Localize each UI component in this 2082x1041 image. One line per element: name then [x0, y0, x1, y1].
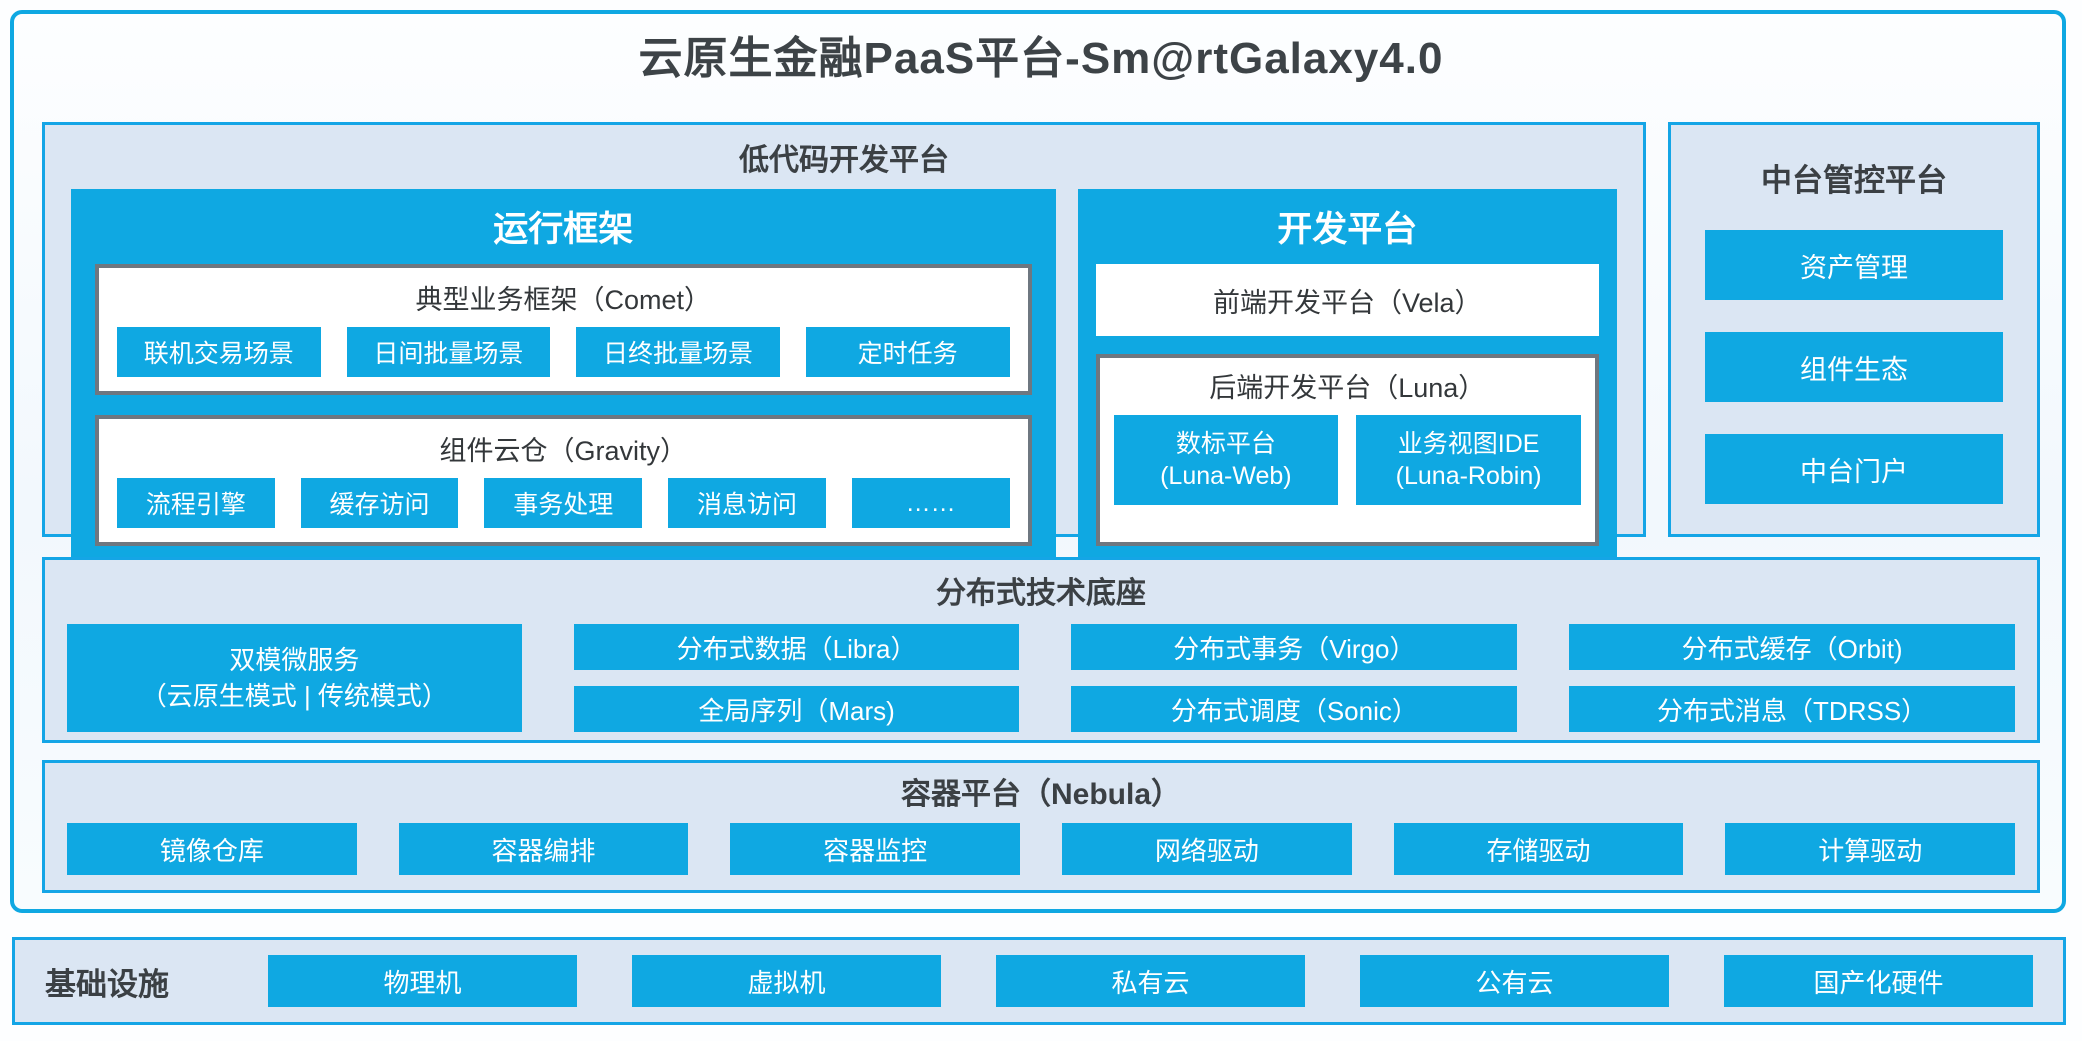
gravity-items-row: 流程引擎 缓存访问 事务处理 消息访问 …… — [117, 478, 1010, 528]
block-container-orchestration: 容器编排 — [398, 823, 689, 875]
block-private-cloud: 私有云 — [996, 955, 1305, 1007]
container-platform-items: 镜像仓库 容器编排 容器监控 网络驱动 存储驱动 计算驱动 — [67, 823, 2016, 875]
block-distributed-data-libra: 分布式数据（Libra） — [573, 624, 1020, 670]
luna-backend-box: 后端开发平台（Luna） 数标平台 (Luna-Web) 业务视图IDE (Lu… — [1095, 354, 1599, 546]
block-public-cloud: 公有云 — [1360, 955, 1669, 1007]
block-asset-management: 资产管理 — [1705, 230, 2003, 300]
block-container-monitoring: 容器监控 — [730, 823, 1021, 875]
luna-web-line2: (Luna-Web) — [1160, 462, 1292, 490]
block-network-driver: 网络驱动 — [1062, 823, 1352, 875]
container-platform-title: 容器平台（Nebula） — [900, 778, 1182, 811]
block-scheduled-task: 定时任务 — [805, 327, 1010, 377]
block-endofday-batch: 日终批量场景 — [576, 327, 780, 377]
luna-web-line1: 数标平台 — [1175, 429, 1276, 458]
dev-platform-box: 开发平台 前端开发平台（Vela） 后端开发平台（Luna） 数标平台 (Lun… — [1077, 189, 1617, 562]
block-transaction-processing: 事务处理 — [484, 478, 643, 528]
block-vela-frontend: 前端开发平台（Vela） — [1095, 264, 1599, 336]
page-title: 云原生金融PaaS平台-Sm@rtGalaxy4.0 — [638, 34, 1444, 83]
block-physical-machine: 物理机 — [268, 955, 577, 1007]
luna-robin-line2: (Luna-Robin) — [1395, 462, 1542, 490]
block-daytime-batch: 日间批量场景 — [346, 327, 551, 377]
block-message-access: 消息访问 — [668, 478, 826, 528]
infrastructure-label: 基础设施 — [45, 966, 169, 1002]
block-compute-driver: 计算驱动 — [1725, 823, 2016, 875]
luna-backend-title: 后端开发平台（Luna） — [1209, 373, 1486, 403]
distributed-title: 分布式技术底座 — [936, 577, 1146, 610]
block-cache-access: 缓存访问 — [300, 478, 459, 528]
lowcode-body: 运行框架 典型业务框架（Comet） 联机交易场景 日间批量场景 日终批量场景 … — [71, 189, 1617, 562]
block-domestic-hardware: 国产化硬件 — [1724, 955, 2033, 1007]
comet-items-row: 联机交易场景 日间批量场景 日终批量场景 定时任务 — [117, 327, 1010, 377]
block-luna-robin: 业务视图IDE (Luna-Robin) — [1356, 415, 1581, 505]
midplatform-title: 中台管控平台 — [1761, 163, 1947, 198]
section-infrastructure: 基础设施 物理机 虚拟机 私有云 公有云 国产化硬件 — [12, 937, 2066, 1025]
block-distributed-scheduling-sonic: 分布式调度（Sonic） — [1071, 686, 1518, 732]
block-storage-driver: 存储驱动 — [1393, 823, 1684, 875]
runtime-framework-title: 运行框架 — [493, 210, 634, 249]
gravity-warehouse-title: 组件云仓（Gravity） — [439, 436, 687, 466]
section-lowcode-title: 低代码开发平台 — [739, 144, 949, 177]
block-online-transaction: 联机交易场景 — [117, 327, 321, 377]
midplatform-items: 资产管理 组件生态 中台门户 — [1705, 230, 2003, 504]
section-lowcode-platform: 低代码开发平台 运行框架 典型业务框架（Comet） 联机交易场景 日间批量场景… — [42, 122, 1646, 562]
distributed-grid: 双模微服务 （云原生模式 | 传统模式） 分布式数据（Libra） 分布式事务（… — [67, 624, 2015, 732]
block-process-engine: 流程引擎 — [117, 478, 275, 528]
block-luna-web: 数标平台 (Luna-Web) — [1113, 415, 1339, 505]
dual-mode-line2: （云原生模式 | 传统模式） — [140, 681, 448, 711]
block-component-ecosystem: 组件生态 — [1705, 332, 2003, 402]
section-distributed-base: 分布式技术底座 双模微服务 （云原生模式 | 传统模式） 分布式数据（Libra… — [42, 557, 2040, 743]
section-midplatform: 中台管控平台 资产管理 组件生态 中台门户 — [1668, 122, 2040, 537]
comet-framework-title: 典型业务框架（Comet） — [415, 285, 712, 315]
dev-platform-title: 开发平台 — [1277, 210, 1418, 249]
runtime-framework-box: 运行框架 典型业务框架（Comet） 联机交易场景 日间批量场景 日终批量场景 … — [71, 189, 1056, 562]
comet-framework-box: 典型业务框架（Comet） 联机交易场景 日间批量场景 日终批量场景 定时任务 — [95, 264, 1032, 395]
block-ellipsis: …… — [851, 478, 1010, 528]
block-distributed-message-tdrss: 分布式消息（TDRSS） — [1569, 686, 2015, 732]
luna-robin-line1: 业务视图IDE — [1397, 429, 1540, 458]
section-container-platform: 容器平台（Nebula） 镜像仓库 容器编排 容器监控 网络驱动 存储驱动 计算… — [42, 760, 2040, 893]
luna-items-row: 数标平台 (Luna-Web) 业务视图IDE (Luna-Robin) — [1113, 415, 1581, 505]
block-distributed-transaction-virgo: 分布式事务（Virgo） — [1071, 624, 1518, 670]
gravity-warehouse-box: 组件云仓（Gravity） 流程引擎 缓存访问 事务处理 消息访问 …… — [95, 415, 1032, 546]
block-image-registry: 镜像仓库 — [67, 823, 357, 875]
dual-mode-line1: 双模微服务 — [229, 644, 360, 675]
block-dual-mode-microservice: 双模微服务 （云原生模式 | 传统模式） — [67, 624, 522, 732]
block-virtual-machine: 虚拟机 — [632, 955, 941, 1007]
block-midplatform-portal: 中台门户 — [1705, 434, 2003, 504]
block-global-sequence-mars: 全局序列（Mars) — [573, 686, 1020, 732]
block-distributed-cache-orbit: 分布式缓存（Orbit) — [1569, 624, 2015, 670]
